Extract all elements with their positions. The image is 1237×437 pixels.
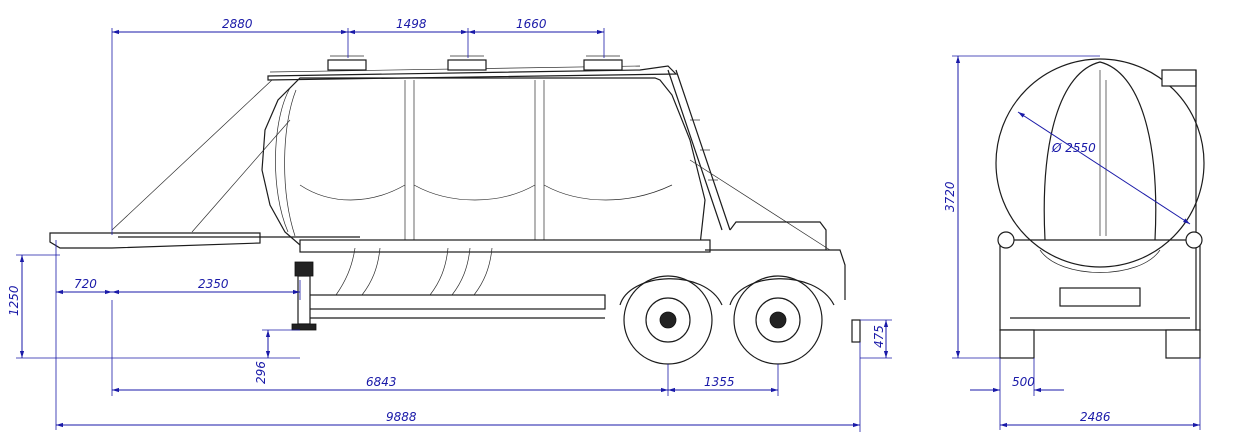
label-9888: 9888 [386, 410, 417, 424]
label-475: 475 [872, 325, 886, 348]
manhole-3 [583, 55, 623, 71]
label-500: 500 [1012, 375, 1035, 389]
main-frame [299, 239, 711, 253]
manhole-1 [327, 55, 367, 71]
label-2880: 2880 [222, 17, 253, 31]
dim-line-2550 [1017, 111, 1191, 225]
label-6843: 6843 [366, 375, 397, 389]
front-view [995, 58, 1205, 359]
side-view [49, 55, 861, 365]
label-3720: 3720 [943, 181, 957, 212]
label-2350: 2350 [198, 277, 229, 291]
label-1250: 1250 [7, 285, 21, 316]
landing-gear [291, 261, 317, 331]
label-720: 720 [74, 277, 97, 291]
dimension-labels: 2880 1498 1660 1250 720 2350 296 6843 13… [7, 17, 1111, 424]
gooseneck [49, 232, 261, 249]
wheel-rear [733, 275, 823, 365]
label-1498: 1498 [396, 17, 427, 31]
label-diameter-2550: Ø 2550 [1051, 141, 1096, 155]
dimension-lines [16, 28, 1201, 432]
label-2486: 2486 [1080, 410, 1111, 424]
label-1355: 1355 [704, 375, 735, 389]
tank-body [261, 77, 706, 246]
top-walkway [267, 65, 678, 81]
label-296: 296 [254, 361, 268, 384]
label-1660: 1660 [516, 17, 547, 31]
tank-circle [995, 58, 1205, 268]
wheel-front [623, 275, 713, 365]
manhole-2 [447, 55, 487, 71]
